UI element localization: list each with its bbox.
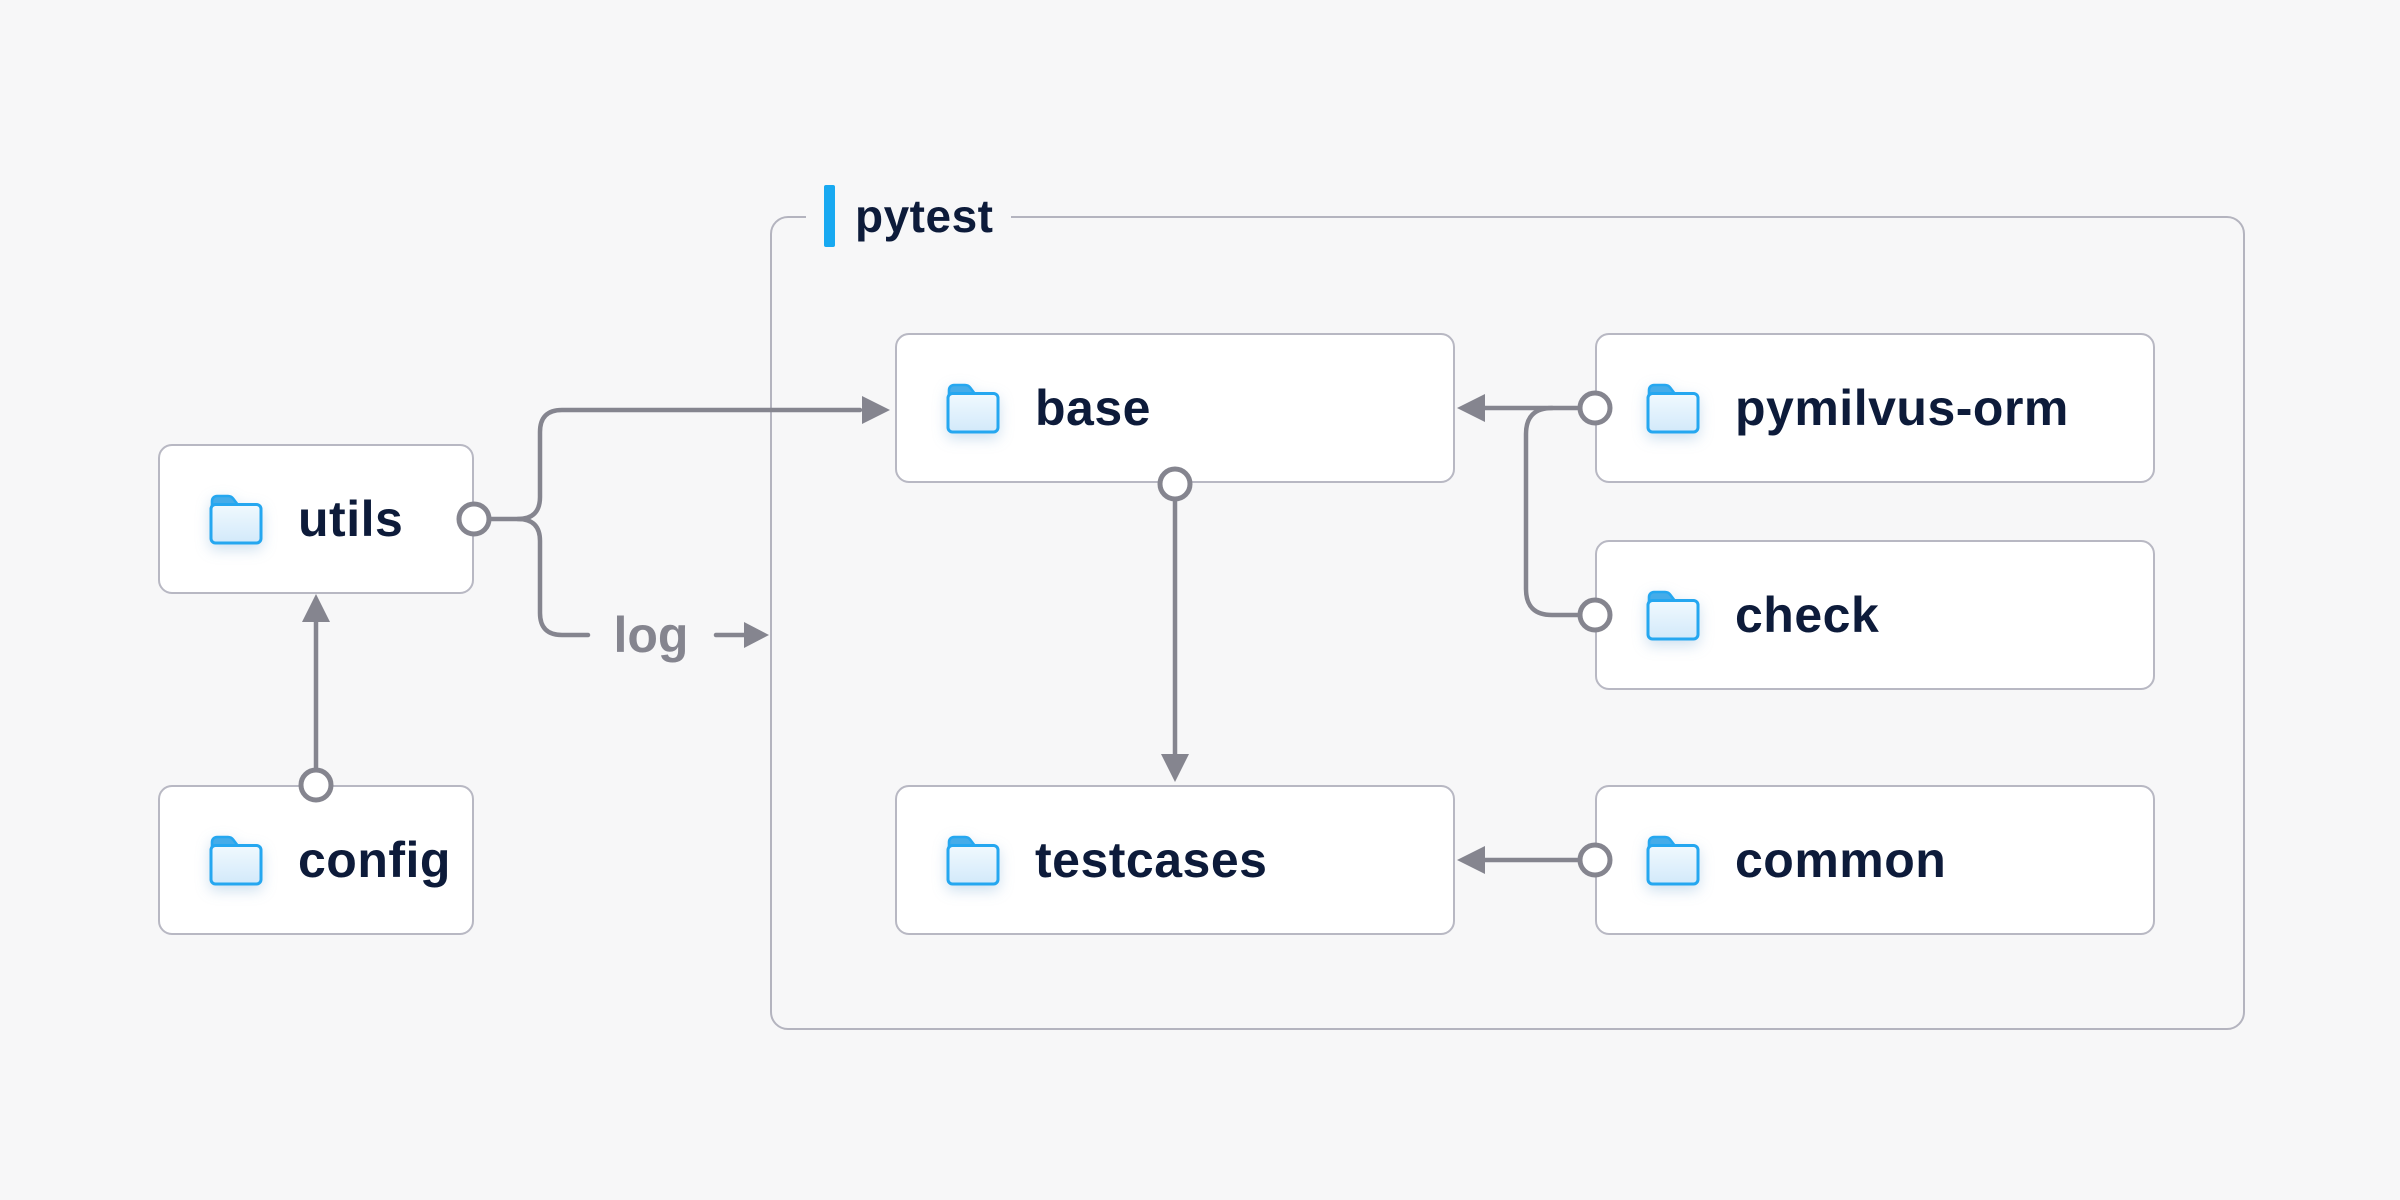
node-check-label: check xyxy=(1735,587,1880,643)
folder-icon xyxy=(1646,835,1700,886)
folder-icon xyxy=(1646,383,1700,434)
arrowhead-right xyxy=(744,622,769,648)
node-pymilvus-orm-label: pymilvus-orm xyxy=(1735,380,2069,436)
folder-icon xyxy=(209,835,263,886)
node-pymilvus-orm: pymilvus-orm xyxy=(1595,333,2155,483)
folder-icon xyxy=(946,835,1000,886)
node-common: common xyxy=(1595,785,2155,935)
node-base: base xyxy=(895,333,1455,483)
node-base-label: base xyxy=(1035,380,1151,436)
folder-icon xyxy=(946,383,1000,434)
node-config: config xyxy=(158,785,474,935)
accent-bar xyxy=(824,185,835,247)
pytest-group-container xyxy=(770,216,2245,1030)
log-edge-label: log xyxy=(613,607,689,663)
node-testcases: testcases xyxy=(895,785,1455,935)
edge-log-arrow xyxy=(713,622,769,648)
folder-icon xyxy=(209,494,263,545)
node-utils: utils xyxy=(158,444,474,594)
node-check: check xyxy=(1595,540,2155,690)
node-testcases-label: testcases xyxy=(1035,832,1268,888)
pytest-group-label: pytest xyxy=(806,184,1012,248)
edge-utils-log xyxy=(515,516,591,638)
edge-config-utils xyxy=(302,594,330,772)
folder-icon xyxy=(1646,590,1700,641)
pytest-group-label-text: pytest xyxy=(855,190,994,242)
node-utils-label: utils xyxy=(298,491,404,547)
node-common-label: common xyxy=(1735,832,1947,888)
node-config-label: config xyxy=(298,832,451,888)
arrowhead-up xyxy=(302,594,330,622)
